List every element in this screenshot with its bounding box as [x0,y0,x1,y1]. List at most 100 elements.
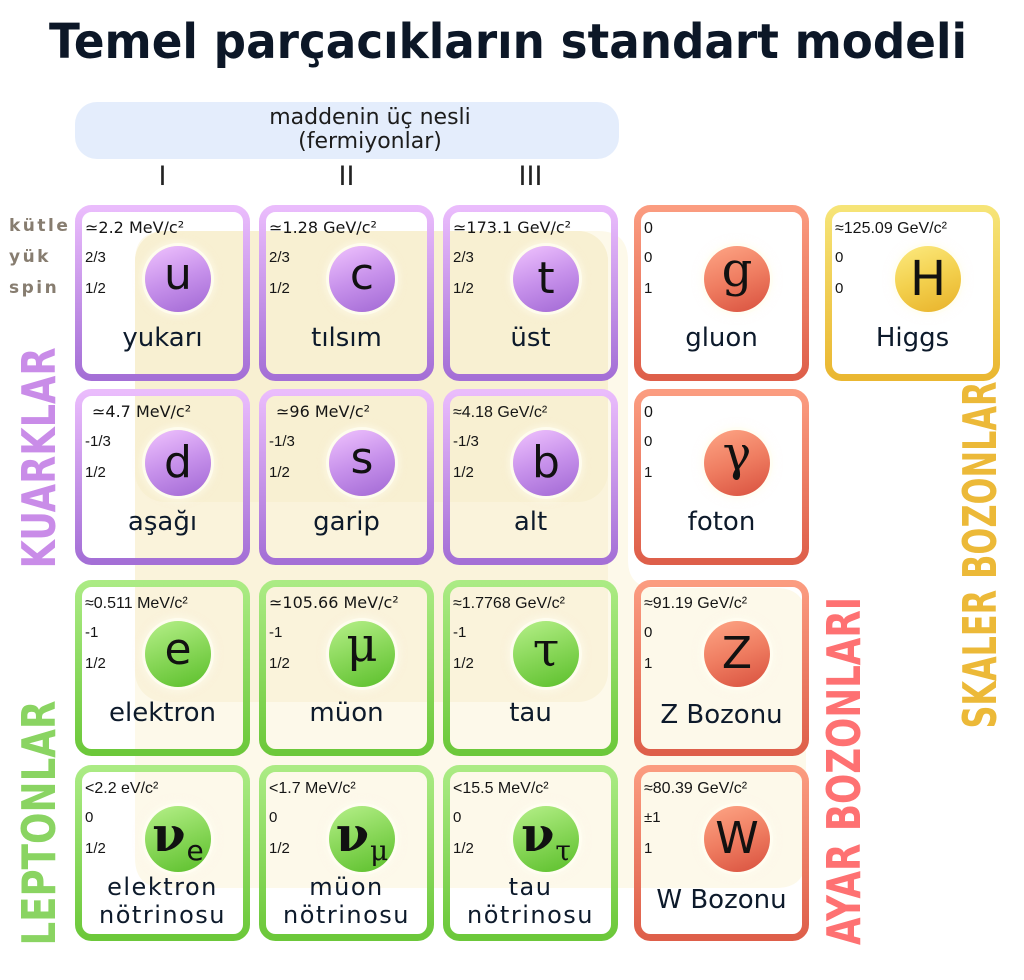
card-border [259,205,434,381]
particle-symbol: τ [532,622,560,678]
particle-name: yukarı [122,323,203,353]
charge-value: 0 [453,809,462,826]
card-border [259,765,434,941]
property-label-spin: spin [9,278,60,298]
symbol-badge: g [704,246,770,312]
charge-value: -1 [269,624,283,641]
background-shape-small [135,231,608,502]
particle-symbol: νμ [336,811,389,865]
spin-value: 1/2 [453,840,474,857]
particle-symbol: g [721,242,753,298]
symbol-badge: d [145,430,211,496]
particle-name: Higgs [875,323,950,353]
card-border [259,389,434,565]
symbol-badge: e [145,621,211,687]
mass-value: <15.5 MeV/c² [453,780,549,797]
mass-value: ≈0.511 MeV/c² [85,595,188,612]
mass-value: ≃173.1 GeV/c² [453,218,572,237]
particle-name: alt [513,507,548,537]
fermion-generations-header-text: maddenin üç nesli (fermiyonlar) [170,106,570,154]
card-border-outline [75,205,250,381]
particle-card-higgs-boson: ≈125.09 GeV/c² 0 0 H Higgs [825,205,1000,381]
symbol-badge: W [704,806,770,872]
particle-symbol: e [164,624,192,675]
particle-symbol: γ [722,426,752,482]
card-border [634,389,809,565]
symbol-subscript: e [186,834,204,867]
mass-value: 0 [644,404,653,421]
charge-value: 0 [644,624,653,641]
card-border [75,580,250,756]
card-border-outline [259,765,434,941]
charge-value: 2/3 [269,249,290,266]
generation-label-2: II [338,161,355,192]
mass-value: ≈1.7768 GeV/c² [453,595,565,612]
card-border [259,580,434,756]
symbol-main: ν [521,807,555,863]
symbol-badge: μ [329,621,395,687]
particle-card-z-boson: ≈91.19 GeV/c² 0 1 Z Z Bozonu [634,580,809,756]
particle-symbol: s [350,433,374,484]
header-line-2: (fermiyonlar) [298,129,442,154]
card-border [634,765,809,941]
particle-card-electron: ≈0.511 MeV/c² -1 1/2 e elektron [75,580,250,756]
particle-name: müon nötrinosu [283,873,410,929]
particle-symbol: b [532,437,560,488]
spin-value: 1/2 [85,280,106,297]
charge-value: 0 [644,249,653,266]
spin-value: 1/2 [85,464,106,481]
property-label-mass: kütle [9,216,71,236]
particle-symbol: u [164,249,192,300]
particle-name: aşağı [127,507,198,537]
spin-value: 1/2 [453,655,474,672]
card-border [443,389,618,565]
particle-card-top-quark: ≃173.1 GeV/c² 2/3 1/2 t üst [443,205,618,381]
charge-value: -1/3 [85,433,111,450]
card-border [75,205,250,381]
symbol-subscript: τ [555,834,571,867]
particle-card-muon: ≃105.66 MeV/c² -1 1/2 μ müon [259,580,434,756]
charge-value: -1 [453,624,467,641]
particle-symbol: d [164,437,192,488]
particle-symbol: μ [346,617,378,673]
charge-value: -1/3 [453,433,479,450]
particle-card-up-quark: ≃2.2 MeV/c² 2/3 1/2 u yukarı [75,205,250,381]
particle-name: elektron [109,698,216,728]
particle-symbol: t [537,253,555,304]
spin-value: 1/2 [269,840,290,857]
charge-value: 2/3 [85,249,106,266]
particle-symbol: ντ [521,807,571,865]
charge-value: ±1 [644,809,661,826]
mass-value: ≃96 MeV/c² [276,402,371,421]
card-border-outline [634,580,809,756]
mass-value: <1.7 MeV/c² [269,780,356,797]
card-border-outline [443,389,618,565]
card-border-outline [443,205,618,381]
charge-value: 0 [269,809,278,826]
particle-name: foton [687,507,756,537]
mass-value: ≈80.39 GeV/c² [644,780,748,797]
particle-card-down-quark: ≃4.7 MeV/c² -1/3 1/2 d aşağı [75,389,250,565]
particle-name: gluon [685,323,758,353]
spin-value: 1/2 [453,464,474,481]
card-border-outline [75,389,250,565]
spin-value: 1/2 [85,655,106,672]
particle-name: tau nötrinosu [467,873,594,929]
symbol-badge: t [513,246,579,312]
particle-name: elektron nötrinosu [99,873,226,929]
particle-card-photon: 0 0 1 γ foton [634,389,809,565]
card-border-outline [443,580,618,756]
symbol-badge: νe [145,806,211,872]
spin-value: 0 [835,280,844,297]
symbol-main: ν [152,807,186,863]
symbol-badge: s [329,430,395,496]
particle-card-tau: ≈1.7768 GeV/c² -1 1/2 τ tau [443,580,618,756]
card-border-outline [634,205,809,381]
mass-value: ≈4.18 GeV/c² [453,404,548,421]
card-border-outline [259,205,434,381]
particle-symbol: νe [152,807,204,865]
card-border [825,205,1000,381]
card-border [443,580,618,756]
card-border [443,765,618,941]
